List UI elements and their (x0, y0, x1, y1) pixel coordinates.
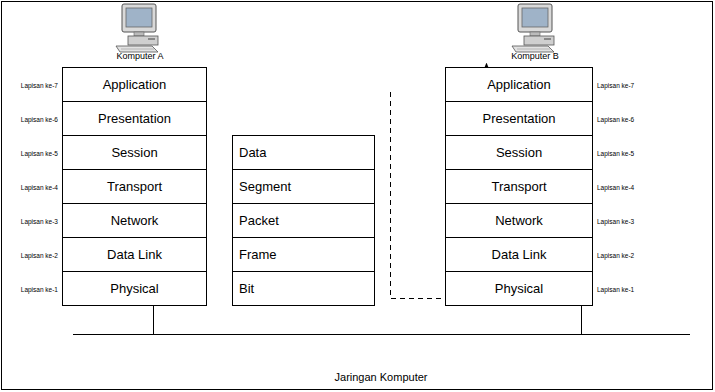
layer-box: PhysicalLapisan ke-1 (445, 271, 593, 306)
pdu-box: Frame (232, 237, 375, 272)
layer-box: PhysicalLapisan ke-1 (62, 271, 207, 306)
layer-name: Network (495, 213, 543, 228)
layer-box: ApplicationLapisan ke-7 (62, 67, 207, 102)
layer-name: Segment (239, 179, 291, 194)
layer-name: Application (487, 77, 551, 92)
layer-number: Lapisan ke-5 (21, 149, 58, 156)
network-cable (154, 306, 582, 335)
layer-name: Bit (239, 281, 254, 296)
layer-number: Lapisan ke-1 (597, 285, 634, 292)
pdu-box: Data (232, 135, 375, 170)
layer-box: SessionLapisan ke-5 (62, 135, 207, 170)
layer-name: Physical (495, 281, 543, 296)
layer-name: Data Link (107, 247, 162, 262)
computer-label: Komputer A (116, 51, 163, 61)
computer-icon (512, 4, 554, 52)
layer-box: SessionLapisan ke-5 (445, 135, 593, 170)
layer-box: TransportLapisan ke-4 (62, 169, 207, 204)
layer-box: NetworkLapisan ke-3 (62, 203, 207, 238)
layer-box: PresentationLapisan ke-6 (62, 101, 207, 136)
layer-name: Transport (491, 179, 546, 194)
layer-box: NetworkLapisan ke-3 (445, 203, 593, 238)
network-label: Jaringan Komputer (335, 371, 428, 383)
layer-name: Data (239, 145, 266, 160)
layer-number: Lapisan ke-3 (597, 217, 634, 224)
layer-box: Data LinkLapisan ke-2 (445, 237, 593, 272)
layer-number: Lapisan ke-5 (597, 149, 634, 156)
layer-name: Session (496, 145, 542, 160)
layer-number: Lapisan ke-7 (21, 81, 58, 88)
pdu-box: Packet (232, 203, 375, 238)
layer-name: Data Link (492, 247, 547, 262)
pdu-box: Segment (232, 169, 375, 204)
layer-name: Transport (107, 179, 162, 194)
pdu-box: Bit (232, 271, 375, 306)
layer-number: Lapisan ke-2 (597, 251, 634, 258)
layer-number: Lapisan ke-3 (21, 217, 58, 224)
layer-box: TransportLapisan ke-4 (445, 169, 593, 204)
layer-box: PresentationLapisan ke-6 (445, 101, 593, 136)
layer-name: Presentation (483, 111, 556, 126)
layer-name: Packet (239, 213, 279, 228)
layer-number: Lapisan ke-1 (21, 285, 58, 292)
layer-number: Lapisan ke-6 (21, 115, 58, 122)
layer-number: Lapisan ke-2 (21, 251, 58, 258)
layer-name: Presentation (98, 111, 171, 126)
layer-name: Physical (110, 281, 158, 296)
layer-number: Lapisan ke-4 (597, 183, 634, 190)
layer-box: Data LinkLapisan ke-2 (62, 237, 207, 272)
layer-name: Session (111, 145, 157, 160)
computer-label: Komputer B (511, 51, 559, 61)
layer-box: ApplicationLapisan ke-7 (445, 67, 593, 102)
layer-number: Lapisan ke-6 (597, 115, 634, 122)
layer-number: Lapisan ke-4 (21, 183, 58, 190)
layer-name: Network (111, 213, 159, 228)
layer-name: Frame (239, 247, 277, 262)
layer-name: Application (103, 77, 167, 92)
computer-icon (116, 4, 158, 52)
layer-number: Lapisan ke-7 (597, 81, 634, 88)
